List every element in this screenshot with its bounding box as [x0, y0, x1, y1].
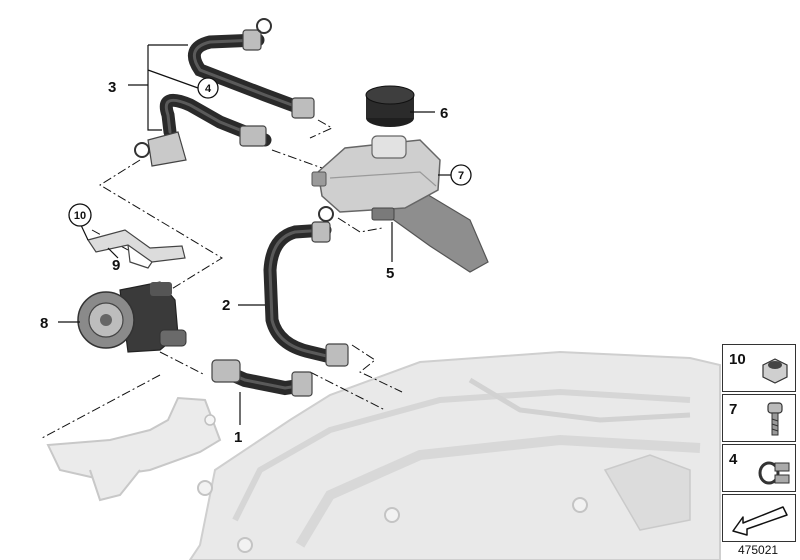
circled-callout-7: 7	[458, 170, 464, 182]
callout-5: 5	[386, 265, 394, 282]
legend-item-10: 10	[722, 344, 796, 392]
expansion-tank	[311, 135, 489, 273]
callout-3: 3	[108, 79, 116, 96]
callout-9: 9	[112, 257, 120, 274]
legend-number: 10	[729, 351, 746, 368]
tank-cap	[365, 85, 415, 127]
callout-1: 1	[234, 429, 242, 446]
hose-4	[187, 18, 315, 119]
callout-labels: 3 2 1 5 6 8 9 4 7 10	[40, 77, 472, 446]
assembly-lines	[41, 119, 403, 439]
arrow-symbol-icon	[732, 506, 788, 536]
hex-nut-icon	[762, 358, 788, 384]
callout-6: 6	[440, 105, 448, 122]
callout-2: 2	[222, 297, 230, 314]
hose-clamp-icon	[758, 461, 790, 485]
leader-lines	[58, 44, 452, 425]
callout-8: 8	[40, 315, 48, 332]
legend-item-4: 4	[722, 444, 796, 492]
underbody-panel	[188, 350, 721, 560]
circled-callout-4: 4	[205, 83, 212, 95]
pump-bracket	[46, 396, 222, 502]
pump-holder	[87, 229, 186, 269]
legend-item-arrow	[722, 494, 796, 542]
circled-callout-10: 10	[74, 210, 86, 222]
legend-item-7: 7	[722, 394, 796, 442]
legend-number: 7	[729, 401, 738, 418]
hose-1	[211, 359, 313, 397]
screw-icon	[767, 402, 783, 436]
reference-number: 475021	[738, 543, 779, 557]
legend-number: 4	[729, 451, 738, 468]
coolant-pump	[77, 281, 187, 353]
hose-2	[263, 206, 349, 367]
hose-3	[134, 93, 272, 167]
